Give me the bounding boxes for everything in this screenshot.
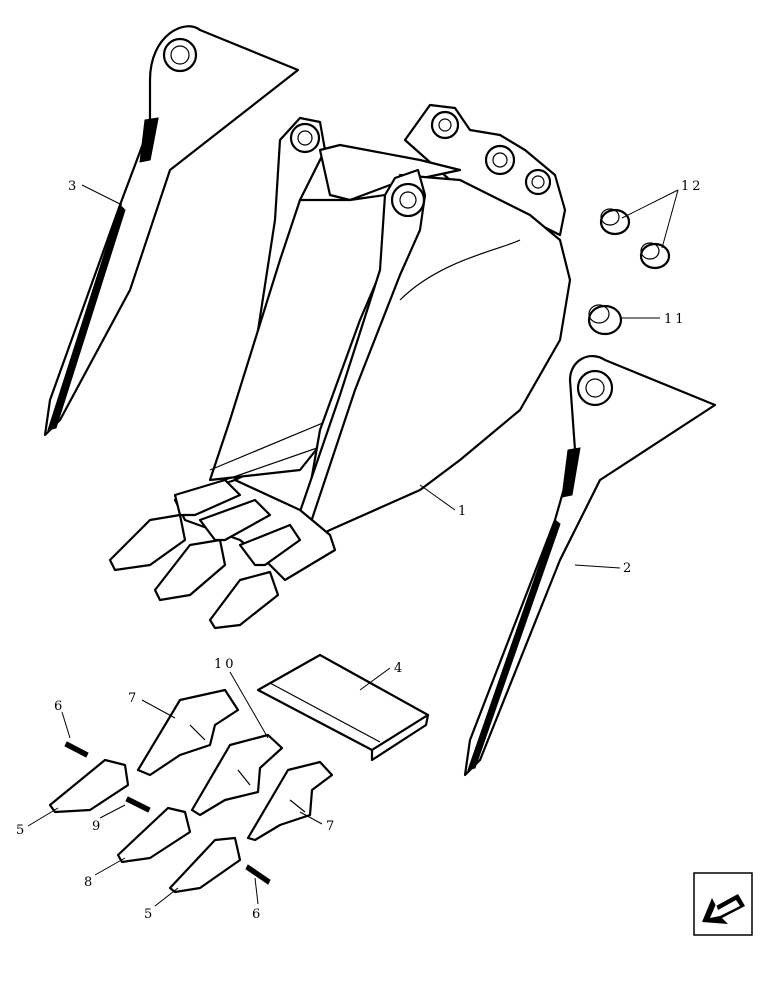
- tooth-5-upper: [48, 758, 130, 814]
- bucket-body: [108, 103, 572, 630]
- callout-6-lower: 6: [252, 907, 263, 922]
- pin-9: [125, 796, 151, 813]
- pin-6-upper: [64, 741, 89, 758]
- back-arrow-button[interactable]: [693, 872, 753, 936]
- callout-5-upper: 5: [16, 823, 27, 838]
- side-cutter-left: [43, 25, 300, 437]
- callout-1: 1: [458, 504, 469, 519]
- callout-7-lower: 7: [326, 819, 337, 834]
- cutting-edge-plate: [256, 653, 430, 762]
- callout-9: 9: [92, 819, 103, 834]
- callout-5-lower: 5: [144, 907, 155, 922]
- callout-3: 3: [68, 179, 79, 194]
- callout-8: 8: [84, 875, 95, 890]
- callout-2: 2: [623, 561, 634, 576]
- bushing-12a: [599, 208, 631, 236]
- bushing-11: [587, 304, 623, 336]
- tooth-8: [116, 806, 192, 864]
- tooth-5-lower: [168, 836, 242, 894]
- callout-12: 12: [681, 179, 704, 194]
- tooth-adapter-middle: [190, 733, 284, 817]
- callout-7-upper: 7: [128, 691, 139, 706]
- callout-10: 10: [214, 657, 237, 672]
- leader-lines: [27, 184, 679, 907]
- bushing-12b: [639, 242, 671, 270]
- side-cutter-right: [463, 354, 717, 777]
- pin-6-lower: [245, 864, 271, 885]
- callout-6-upper: 6: [54, 699, 65, 714]
- callout-11: 11: [664, 312, 687, 327]
- tooth-adapter-lower: [246, 760, 334, 842]
- callout-4: 4: [394, 661, 405, 676]
- tooth-adapter-upper: [136, 688, 240, 777]
